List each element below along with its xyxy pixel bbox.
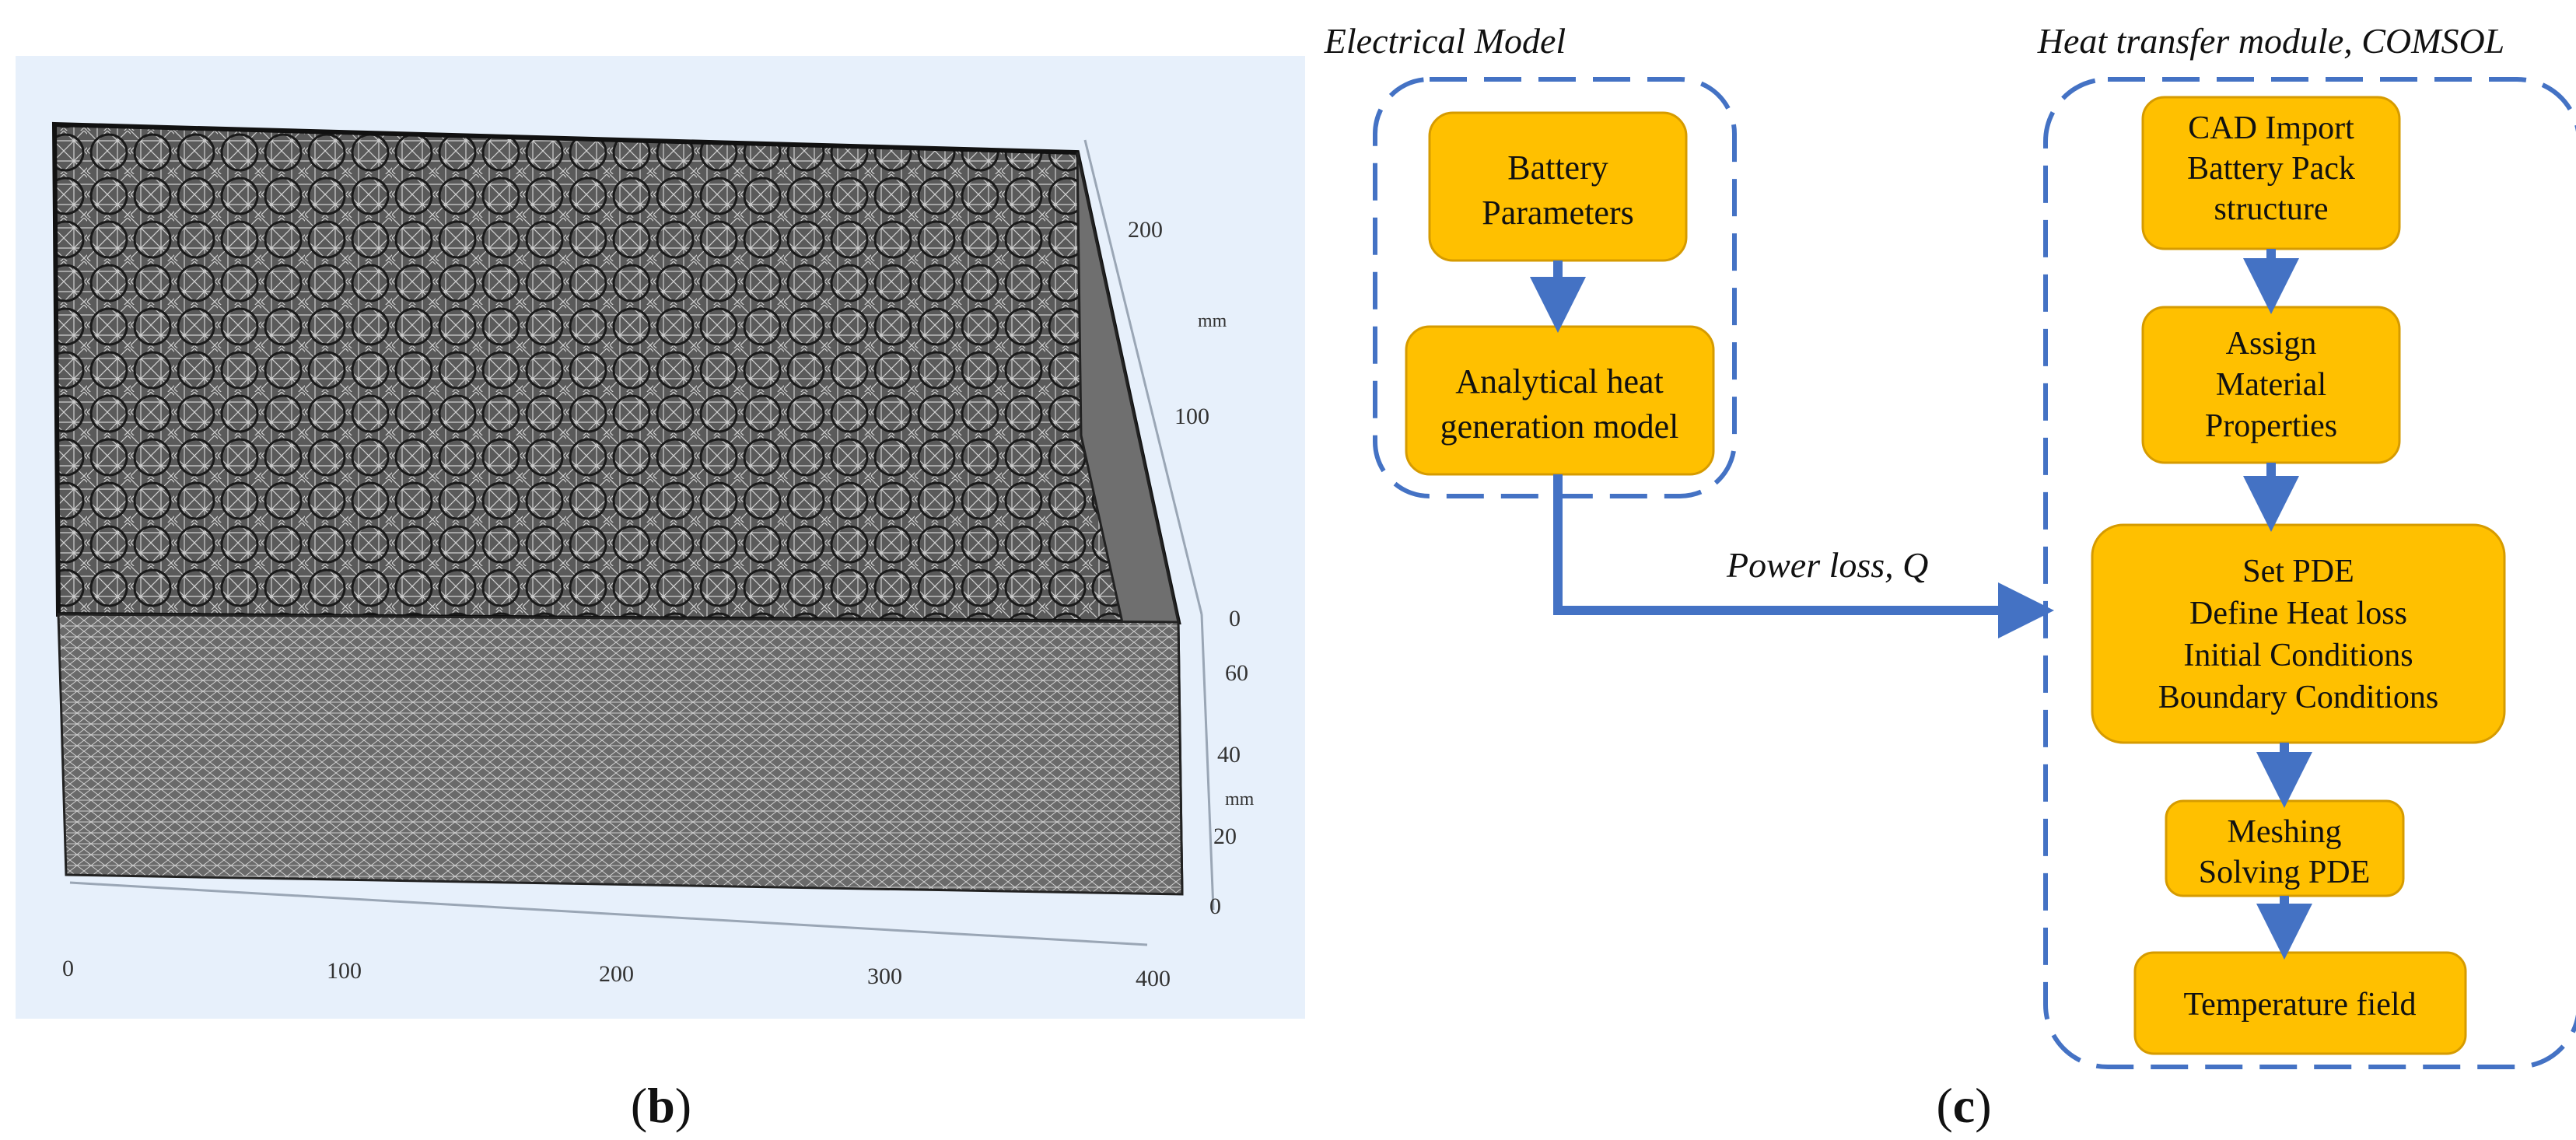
step-assign-material-line2: Material — [2216, 367, 2326, 403]
caption-c-letter: c — [1952, 1078, 1976, 1133]
z-axis-unit: mm — [1225, 789, 1255, 810]
step-battery-parameters-line2: Parameters — [1482, 194, 1633, 232]
z-tick-20: 20 — [1213, 824, 1237, 849]
step-set-pde-line3: Initial Conditions — [2183, 638, 2413, 673]
caption-c: (c) — [1936, 1078, 1992, 1133]
battery-top-face — [51, 121, 1181, 625]
step-assign-material-line1: Assign — [2226, 326, 2317, 362]
step-battery-parameters: Battery Parameters — [1428, 111, 1688, 262]
x-axis-line — [69, 881, 1148, 946]
z-tick-0: 0 — [1209, 893, 1221, 919]
step-set-pde: Set PDE Define Heat loss Initial Conditi… — [2091, 523, 2506, 744]
arrow-power-loss-connector — [1553, 474, 2054, 638]
y-tick-100: 100 — [1174, 404, 1209, 429]
caption-b: (b) — [630, 1078, 692, 1133]
step-battery-parameters-line1: Battery — [1507, 149, 1608, 187]
x-tick-300: 300 — [867, 963, 902, 989]
heat-transfer-title: Heat transfer module, COMSOL — [2037, 21, 2505, 61]
x-tick-0: 0 — [62, 956, 74, 981]
power-loss-label: Power loss, Q — [1726, 545, 1928, 585]
flowchart-panel: Electrical Model Heat transfer module, C… — [1324, 21, 2576, 1069]
step-temperature-field: Temperature field — [2133, 951, 2467, 1055]
electrical-model-title: Electrical Model — [1324, 21, 1566, 61]
battery-front-face — [57, 613, 1184, 896]
step-analytical-heat-line2: generation model — [1440, 407, 1679, 446]
step-meshing-solving: Meshing Solving PDE — [2165, 799, 2405, 897]
step-meshing-line1: Meshing — [2228, 814, 2342, 850]
step-analytical-heat-model: Analytical heat generation model — [1405, 325, 1715, 476]
mesh-render-panel: 0 100 200 300 400 0 20 40 60 mm 0 100 20… — [16, 56, 1305, 1019]
step-set-pde-line4: Boundary Conditions — [2158, 680, 2439, 715]
caption-b-letter: b — [647, 1078, 675, 1133]
z-tick-40: 40 — [1217, 742, 1241, 768]
step-meshing-line2: Solving PDE — [2199, 855, 2371, 890]
x-tick-400: 400 — [1136, 966, 1171, 991]
step-set-pde-line1: Set PDE — [2242, 554, 2354, 589]
z-axis-line — [1200, 614, 1215, 911]
z-tick-60: 60 — [1225, 660, 1248, 686]
step-assign-material-line3: Properties — [2205, 408, 2337, 444]
heat-transfer-group — [2043, 77, 2576, 1069]
y-axis-unit: mm — [1198, 311, 1227, 331]
electrical-model-group — [1373, 77, 1737, 498]
step-assign-material: Assign Material Properties — [2141, 306, 2401, 464]
x-tick-200: 200 — [599, 961, 634, 987]
step-temperature-field-line1: Temperature field — [2183, 987, 2416, 1023]
x-tick-100: 100 — [327, 958, 362, 984]
step-analytical-heat-line1: Analytical heat — [1455, 362, 1664, 400]
y-tick-200: 200 — [1128, 217, 1163, 243]
step-set-pde-line2: Define Heat loss — [2189, 596, 2407, 631]
step-cad-import-line3: structure — [2214, 191, 2329, 227]
y-tick-0: 0 — [1229, 606, 1241, 631]
y-axis-line — [1083, 139, 1203, 615]
step-cad-import: CAD Import Battery Pack structure — [2141, 96, 2401, 250]
step-cad-import-line1: CAD Import — [2188, 110, 2354, 146]
step-cad-import-line2: Battery Pack — [2187, 151, 2355, 187]
